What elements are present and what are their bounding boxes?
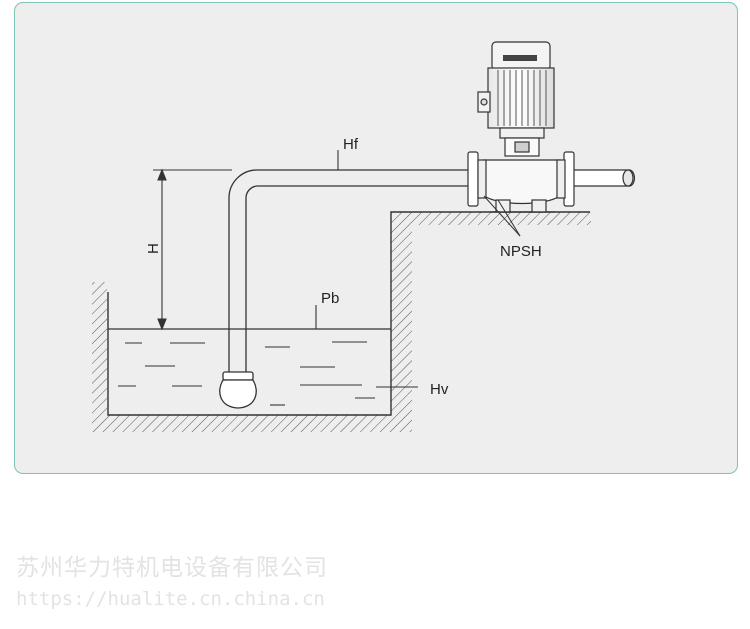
npsh-pointers <box>483 195 521 237</box>
diagram-panel <box>14 2 738 474</box>
watermark-company: 苏州华力特机电设备有限公司 <box>16 555 328 581</box>
h-dimension <box>153 168 232 331</box>
pump-foot-right <box>531 199 547 213</box>
outlet-flange-neck <box>556 159 566 199</box>
pump-assembly <box>467 41 636 213</box>
pump-casing <box>483 159 561 205</box>
suction-pipe <box>228 169 480 373</box>
inlet-flange-neck <box>477 159 487 199</box>
tank-outline <box>107 211 590 416</box>
terminal-box-screw <box>480 98 488 106</box>
motor-nameplate <box>503 55 537 61</box>
pb-label: Pb <box>321 290 339 307</box>
water-ripples <box>118 341 375 406</box>
watermark-url: https://hualite.cn.china.cn <box>16 588 325 610</box>
coupling <box>514 141 530 153</box>
pump-foot-left <box>495 199 511 213</box>
h-label: H <box>145 243 162 254</box>
motor-body <box>487 67 555 129</box>
motor-cooling-fins <box>497 70 547 126</box>
motor-flange <box>499 127 545 139</box>
outlet-pipe-end <box>622 169 634 187</box>
ground-hatching <box>92 212 591 432</box>
npsh-label: NPSH <box>500 243 542 260</box>
hv-label: Hv <box>430 381 449 398</box>
hf-label: Hf <box>343 136 359 153</box>
inlet-flange <box>467 151 479 207</box>
foot-valve <box>219 371 257 409</box>
